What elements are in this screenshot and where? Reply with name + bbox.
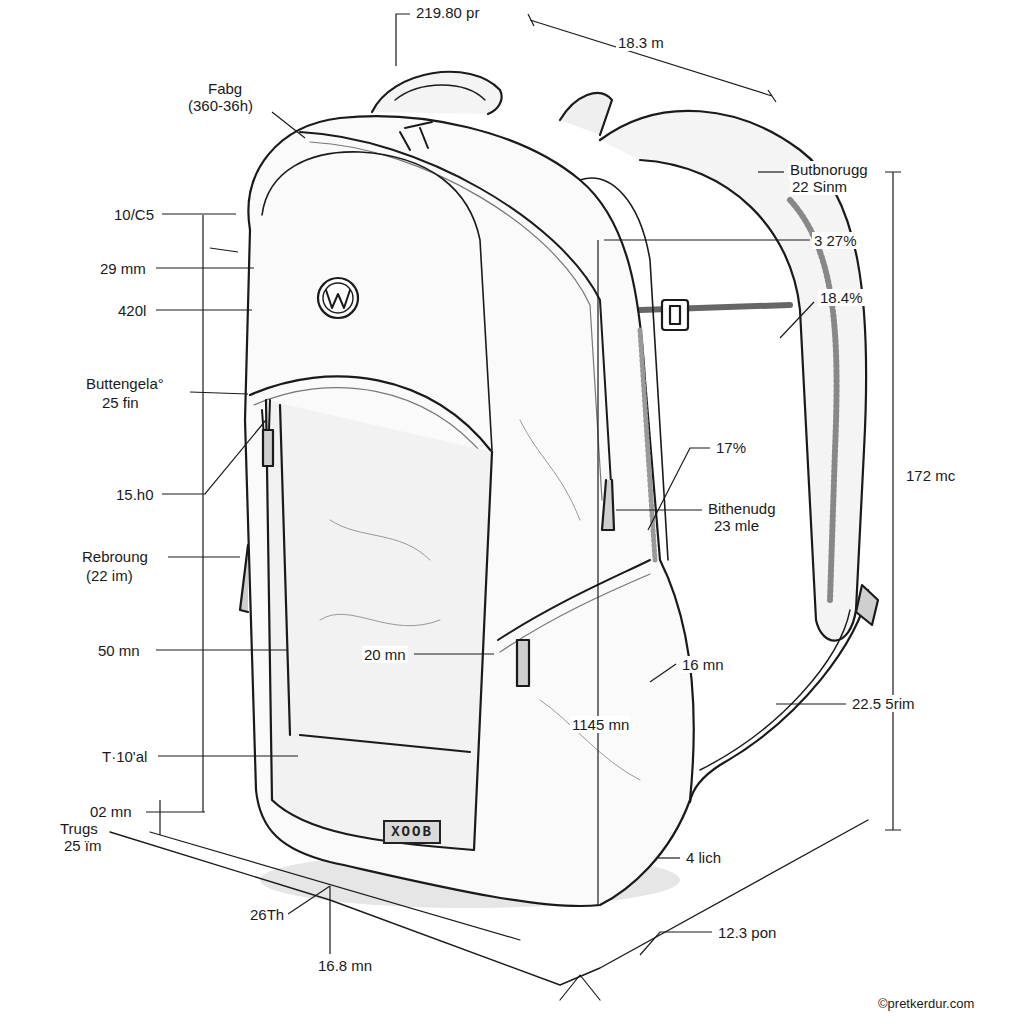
dimension-label: Fabg <box>206 80 244 97</box>
dimension-label: 1145 mn <box>570 716 631 733</box>
dimension-label: 18.3 m <box>616 34 666 51</box>
dimension-label: 4 lich <box>684 849 723 866</box>
badge-label: XOOB <box>383 820 441 844</box>
dimension-label: 219.80 pr <box>414 4 481 21</box>
dimension-label: 26Th <box>248 906 286 923</box>
dimension-label: Rebroung <box>80 548 150 565</box>
dimension-label: 10/C5 <box>112 206 156 223</box>
badge-text: XOOB <box>391 824 433 840</box>
dimension-label: 25 fin <box>100 394 141 411</box>
dimension-label: (360-36h) <box>186 97 255 114</box>
dimension-label: 23 mle <box>712 517 761 534</box>
dimension-label: Trugs <box>58 820 100 837</box>
dimension-label: (22 im) <box>84 567 135 584</box>
dimension-label: 29 mm <box>98 260 148 277</box>
dimension-label: 20 mn <box>362 646 408 663</box>
dimension-label: 3 27% <box>812 232 859 249</box>
dimension-label: 22.5 5rim <box>850 695 917 712</box>
dimension-label: 02 mn <box>88 803 134 820</box>
dimension-label: 17% <box>714 439 748 456</box>
dimension-label: 50 mn <box>96 642 142 659</box>
dimension-label: T·10'al <box>100 748 149 765</box>
dimension-label: 16.8 mn <box>316 957 374 974</box>
dimension-label: 12.3 pon <box>716 924 778 941</box>
dimension-label: 172 mc <box>904 467 957 484</box>
dimension-label: 420l <box>116 302 148 319</box>
dimension-label: Butbnorugg <box>788 161 870 178</box>
dimension-label: 18.4% <box>818 289 865 306</box>
dimension-label: 25 ïm <box>62 837 104 854</box>
dimension-label: 16 mn <box>680 656 726 673</box>
dimension-label: 22 Sinm <box>790 178 849 195</box>
watermark: ©pretkerdur.com <box>876 995 976 1012</box>
dimension-label: Bithenudg <box>706 500 778 517</box>
dimension-label: 15.h0 <box>114 486 156 503</box>
dimension-label: Buttengela° <box>84 375 166 392</box>
